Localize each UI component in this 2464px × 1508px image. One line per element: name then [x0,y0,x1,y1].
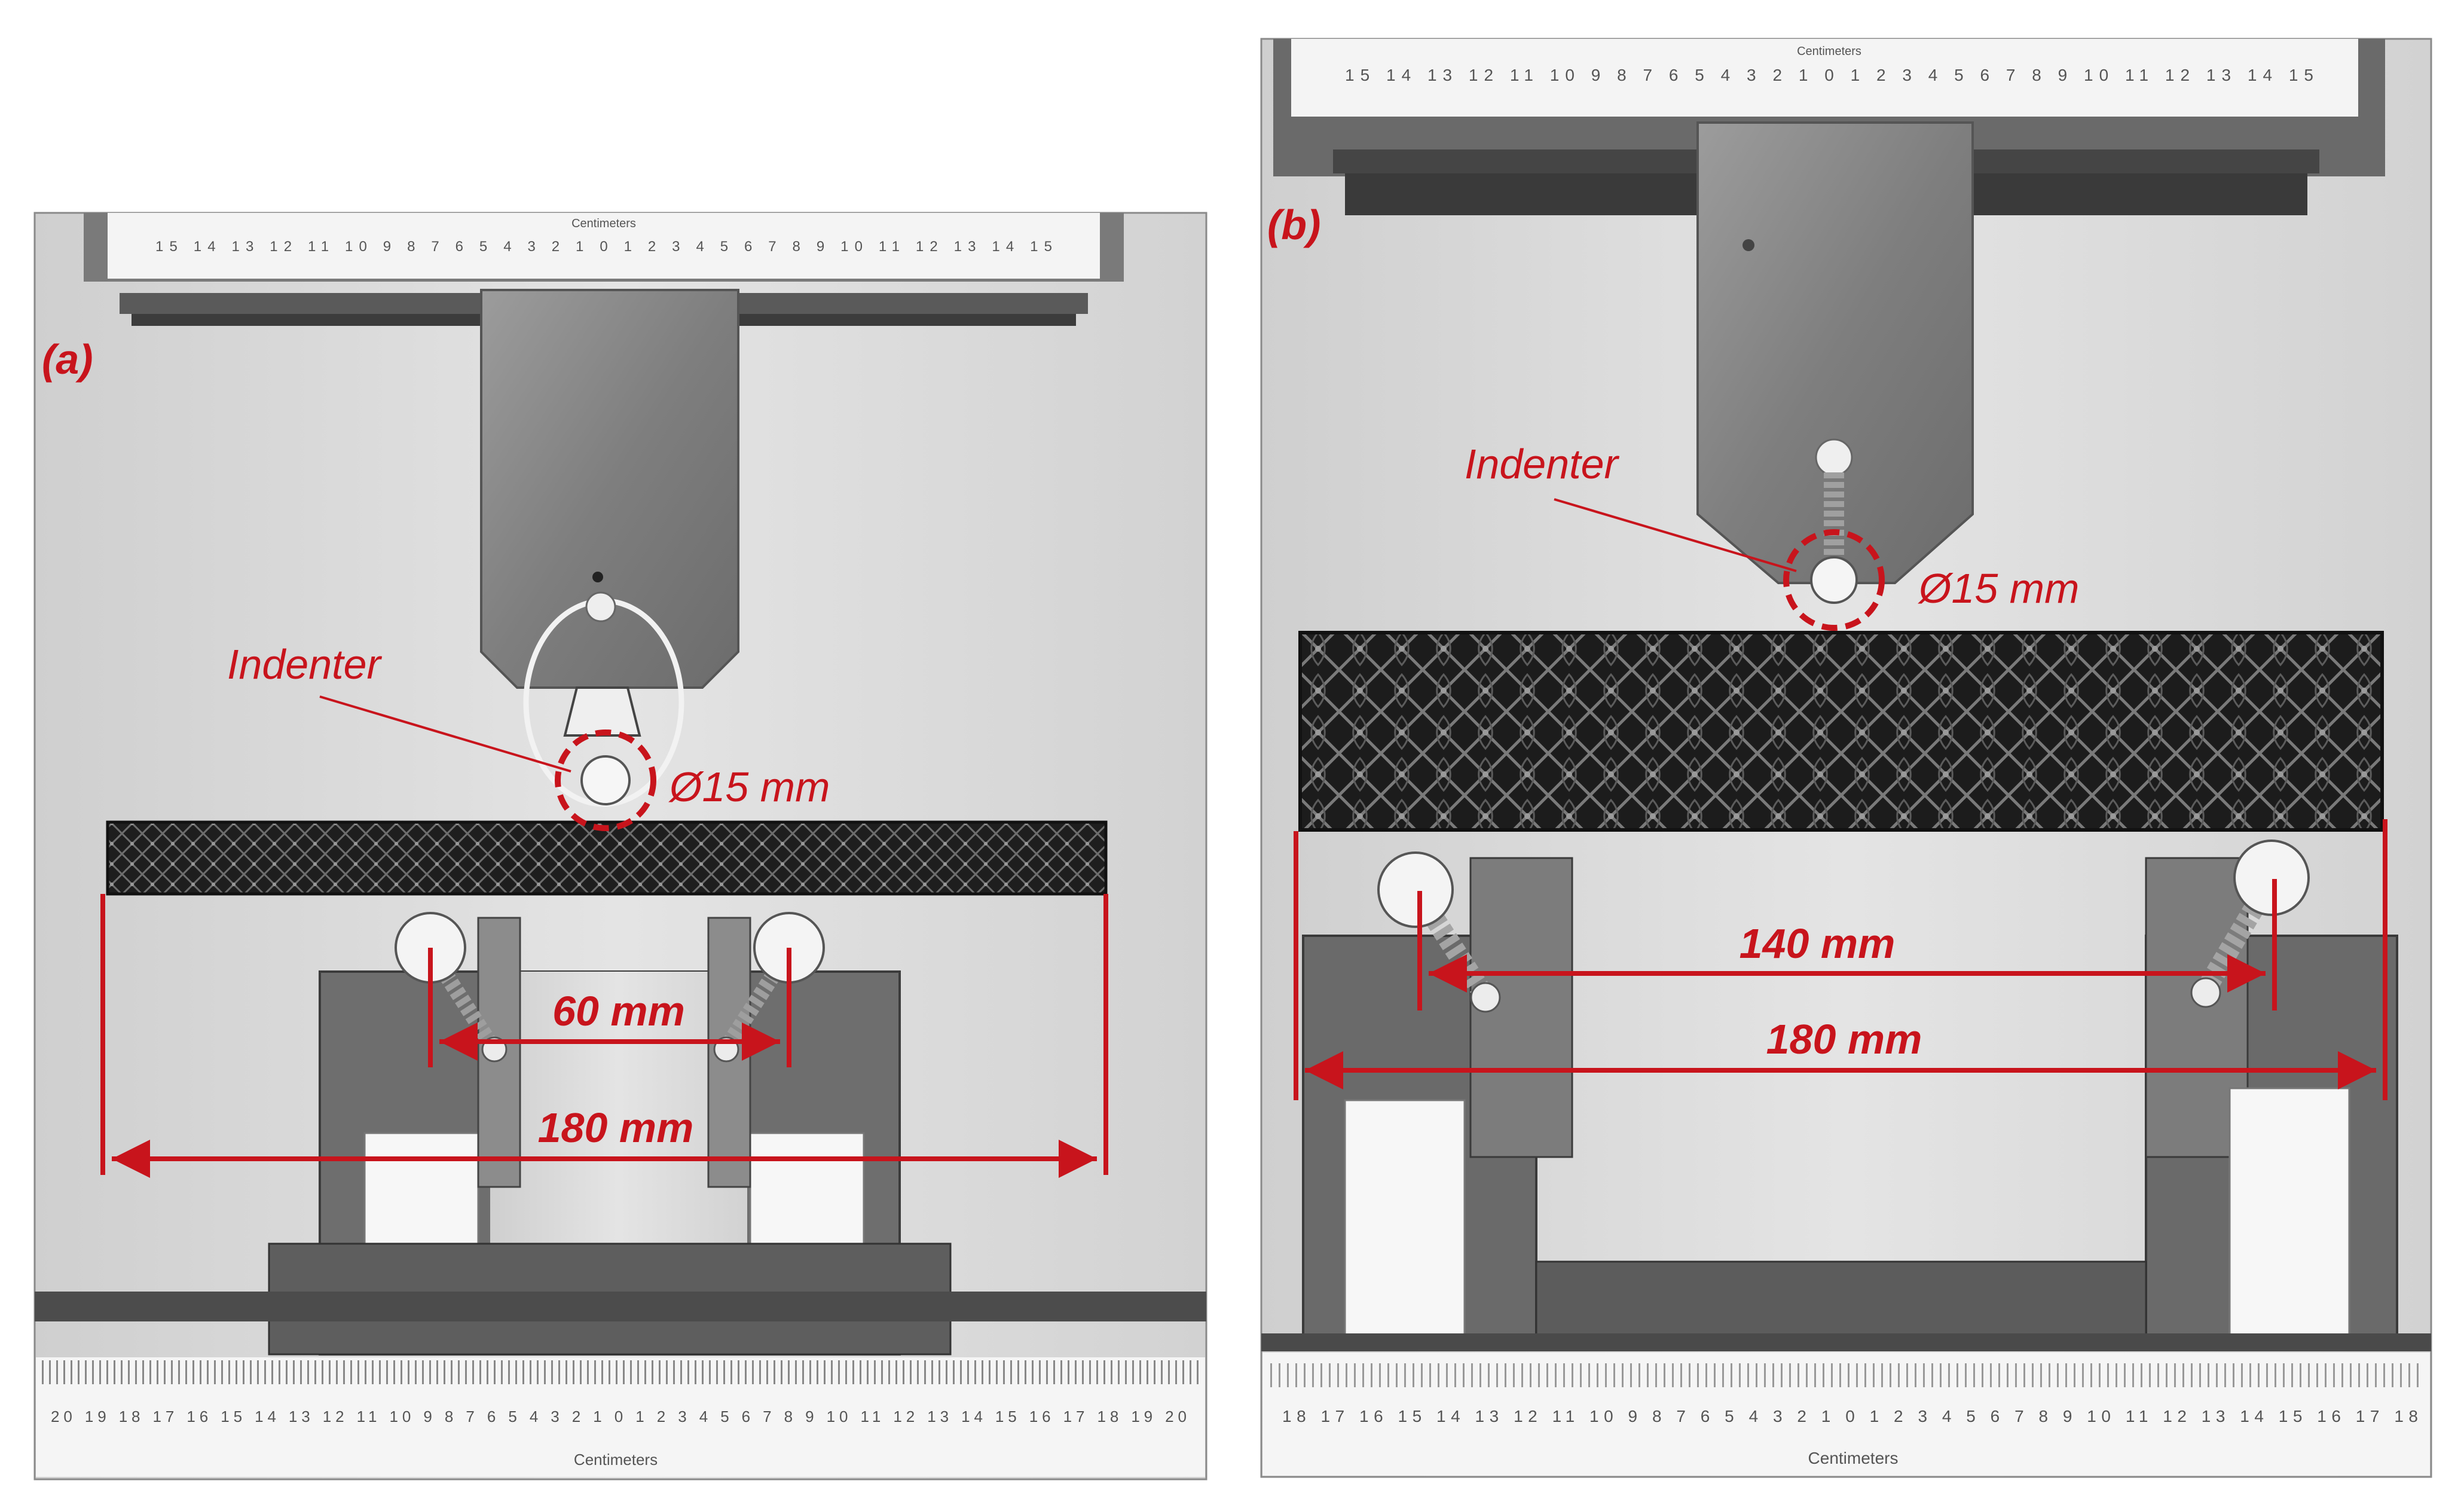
panel-b-lattice-beam [1298,631,2384,832]
panel-a-top-ruler-title: Centimeters [571,217,636,230]
panel-a: Centimeters 15 14 13 12 11 10 9 8 7 6 5 … [33,212,1207,1480]
panel-a-crosshead [480,289,739,689]
panel-a-indenter-leader [319,695,571,773]
panel-a-bottom-ruler-numbers: 20 19 18 17 16 15 14 13 12 11 10 9 8 7 6… [51,1408,1187,1425]
panel-b-bottom-ruler-numbers: 18 17 16 15 14 13 12 11 10 9 8 7 6 5 4 3… [1282,1407,2418,1425]
panel-a-indenter-circle [555,729,656,831]
panel-a-top-ruler: Centimeters 15 14 13 12 11 10 9 8 7 6 5 … [84,213,1124,326]
panel-a-indenter-label: Indenter [227,641,383,688]
panel-a-top-ruler-numbers: 15 14 13 12 11 10 9 8 7 6 5 4 3 2 1 0 1 … [155,239,1052,255]
panel-b-label: (b) [1267,202,1320,248]
panel-b-crosshead [1696,121,1974,584]
panel-b-indenter-label: Indenter [1465,441,1620,487]
panel-b-outer-span-label: 180 mm [1766,1016,1922,1063]
panel-a-bottom-ruler: 20 19 18 17 16 15 14 13 12 11 10 9 8 7 6… [36,1357,1205,1477]
panel-b-indenter-leader [1554,498,1797,572]
panel-b-top-ruler-numbers: 15 14 13 12 11 10 9 8 7 6 5 4 3 2 1 0 1 … [1345,66,2313,84]
panel-a-bottom-ruler-title: Centimeters [574,1451,658,1469]
panel-a-inner-span-label: 60 mm [552,988,685,1034]
panel-b-diameter-label: Ø15 mm [1918,565,2079,612]
panel-b-top-ruler-title: Centimeters [1797,45,1861,58]
panel-b-indenter-circle [1783,529,1885,631]
panel-a-lattice-beam [106,820,1108,896]
panel-a-diameter-label: Ø15 mm [668,764,830,810]
panel-b-supports [1261,840,2431,1351]
panel-b-bottom-ruler: 18 17 16 15 14 13 12 11 10 9 8 7 6 5 4 3… [1262,1353,2430,1476]
panel-a-outer-span-label: 180 mm [538,1104,694,1151]
panel-a-label: (a) [42,336,93,383]
panel-a-indenter [523,591,684,807]
panel-b: Centimeters 15 14 13 12 11 10 9 8 7 6 5 … [1260,38,2432,1478]
panel-a-annotations: (a) Indenter Ø15 mm 60 mm 180 mm [42,336,1108,1178]
panel-b-bottom-ruler-title: Centimeters [1808,1449,1899,1467]
panel-b-indenter [1810,438,1858,604]
panel-b-inner-span-label: 140 mm [1740,920,1896,967]
panel-b-annotations: (b) Indenter Ø15 mm 140 mm 180 mm [1267,202,2387,1100]
